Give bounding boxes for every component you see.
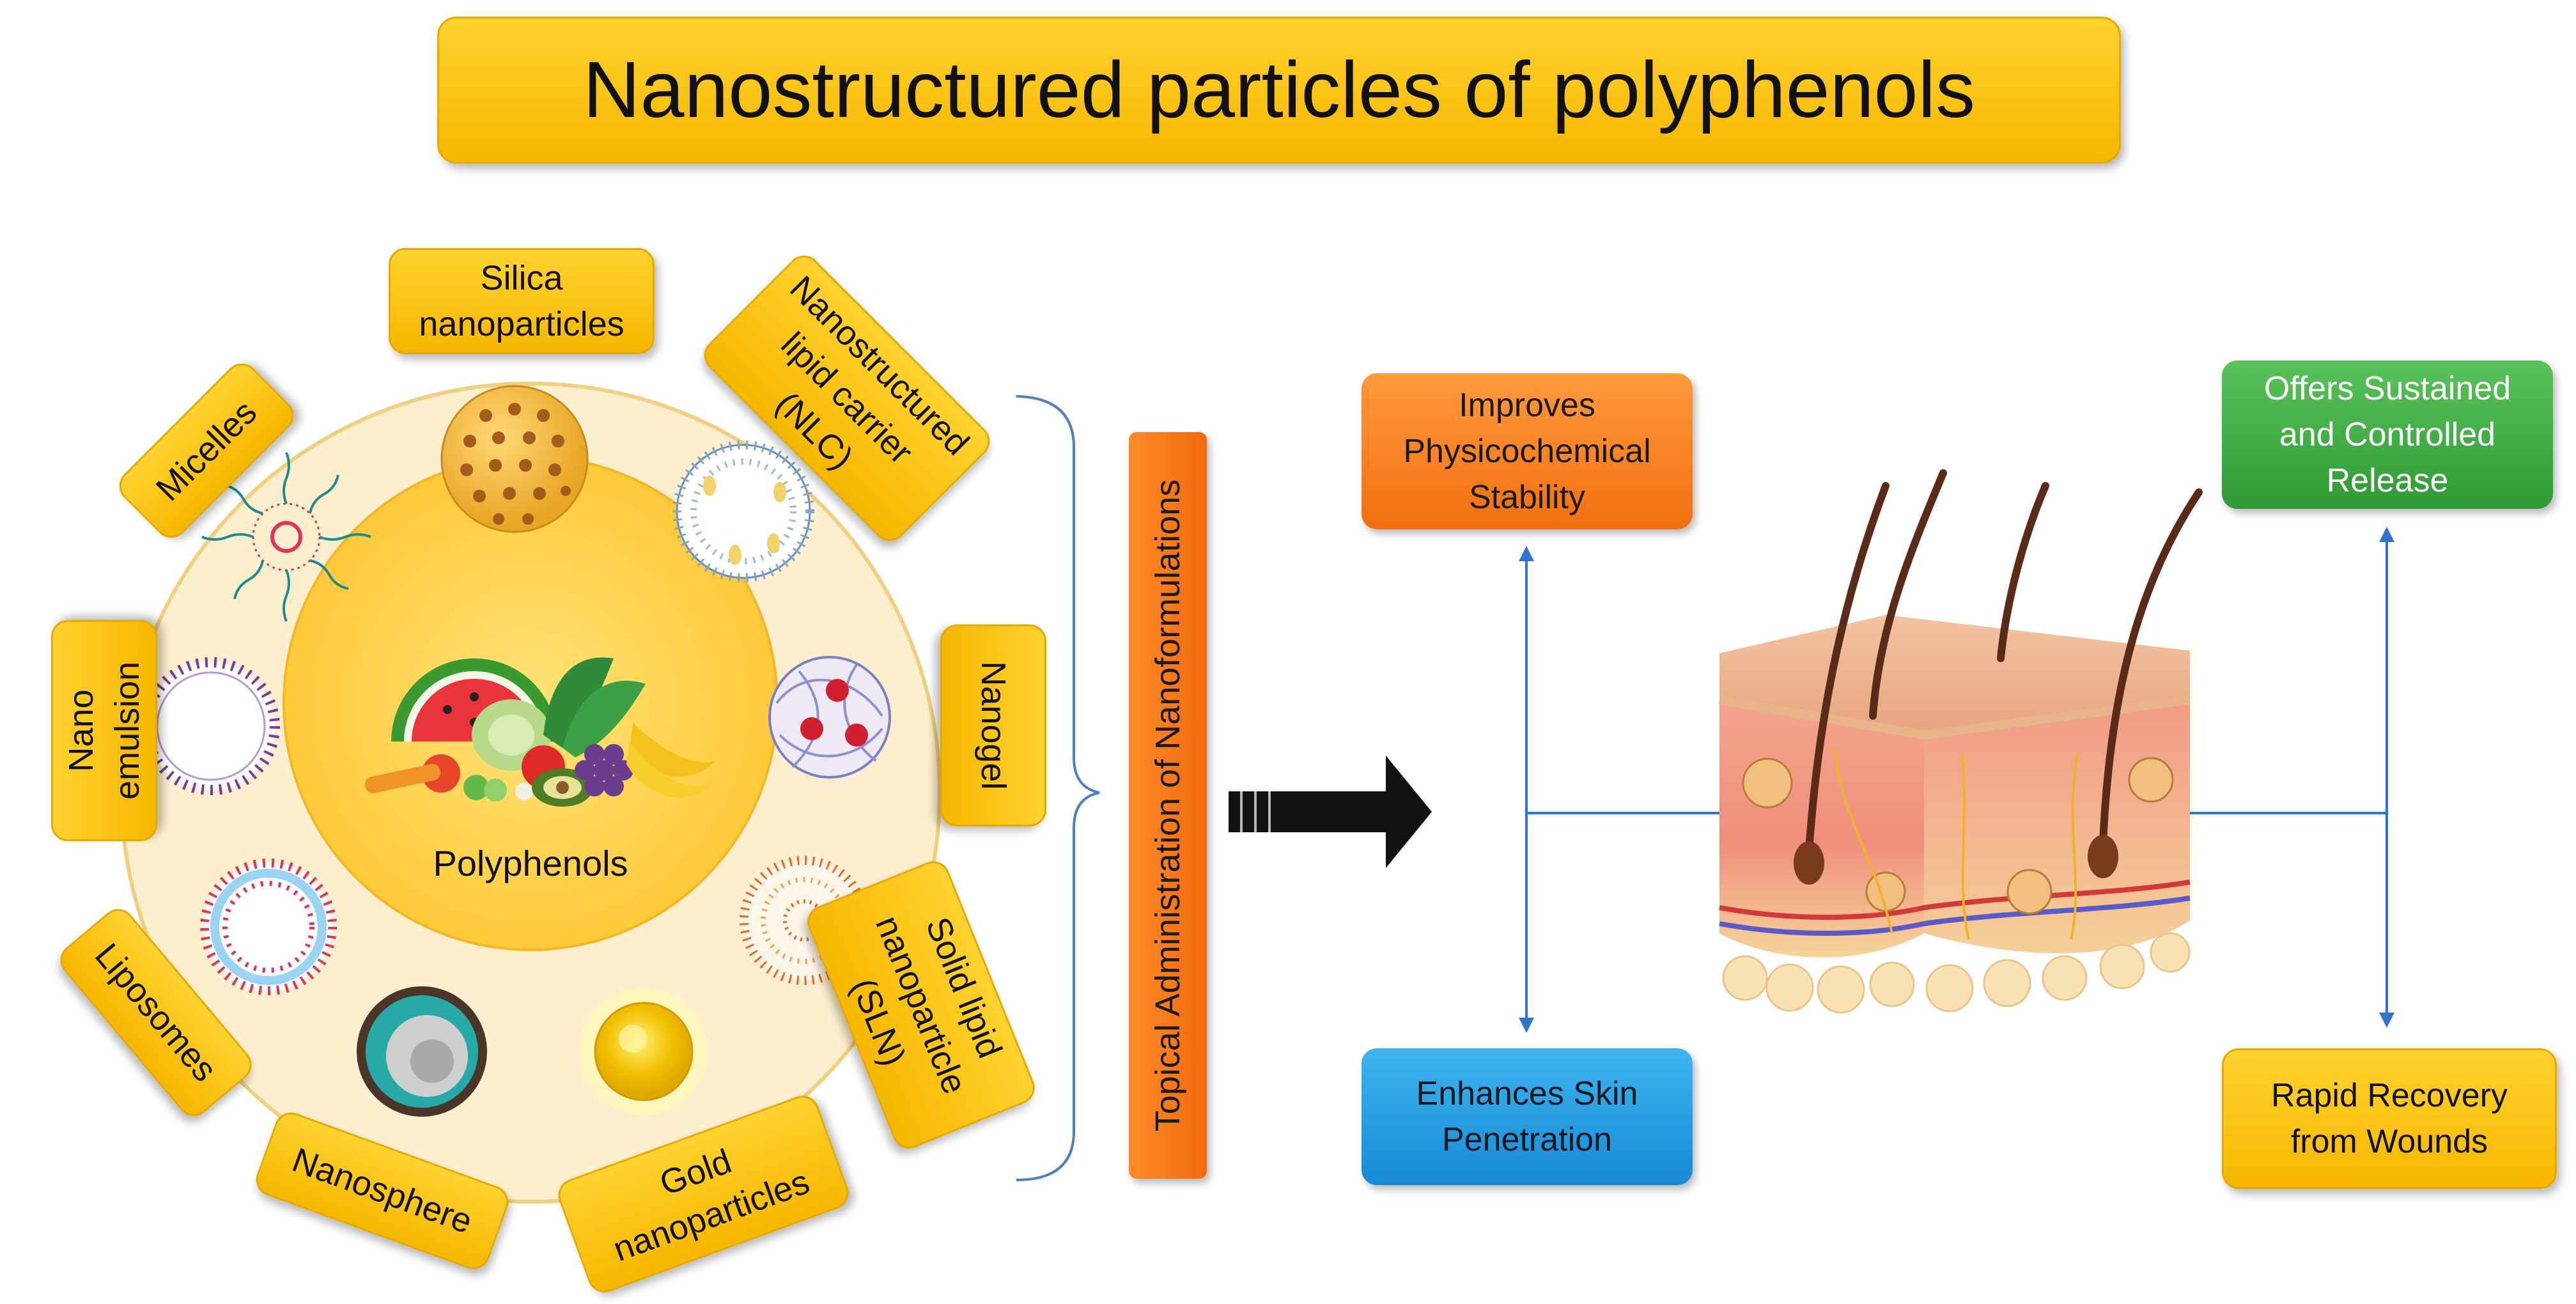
silica-nanoparticle-icon <box>440 385 589 533</box>
benefit-penetration: Enhances Skin Penetration <box>1362 1048 1693 1185</box>
gold-nanoparticle-icon <box>580 988 708 1115</box>
main-arrow-icon <box>1229 756 1432 868</box>
skin-cross-section-icon <box>1718 469 2203 1014</box>
title-box: Nanostructured particles of polyphenols <box>437 17 2121 164</box>
bracket <box>1016 395 1100 1181</box>
label-nanoemulsion: Nano emulsion <box>51 620 157 841</box>
benefit-release: Offers Sustained and Controlled Release <box>2222 361 2553 509</box>
benefit-stability: Improves Physicochemical Stability <box>1362 373 1693 529</box>
micelle-icon <box>201 452 371 622</box>
nlc-icon <box>672 440 814 582</box>
center-label: Polyphenols <box>433 843 628 883</box>
nanogel-icon <box>768 656 891 779</box>
benefit-connectors <box>1519 527 2394 1033</box>
fruits-vegetables-icon <box>364 657 716 807</box>
nanoemulsion-icon <box>142 657 280 795</box>
label-nanogel: Nanogel <box>940 625 1046 827</box>
label-silica-nanoparticles: Silica nanoparticles <box>389 248 655 354</box>
benefit-recovery: Rapid Recovery from Wounds <box>2222 1048 2557 1189</box>
nanosphere-icon <box>357 986 487 1117</box>
topical-administration-bar: Topical Administration of Nanoformulatio… <box>1129 432 1207 1179</box>
liposome-icon <box>200 858 337 995</box>
